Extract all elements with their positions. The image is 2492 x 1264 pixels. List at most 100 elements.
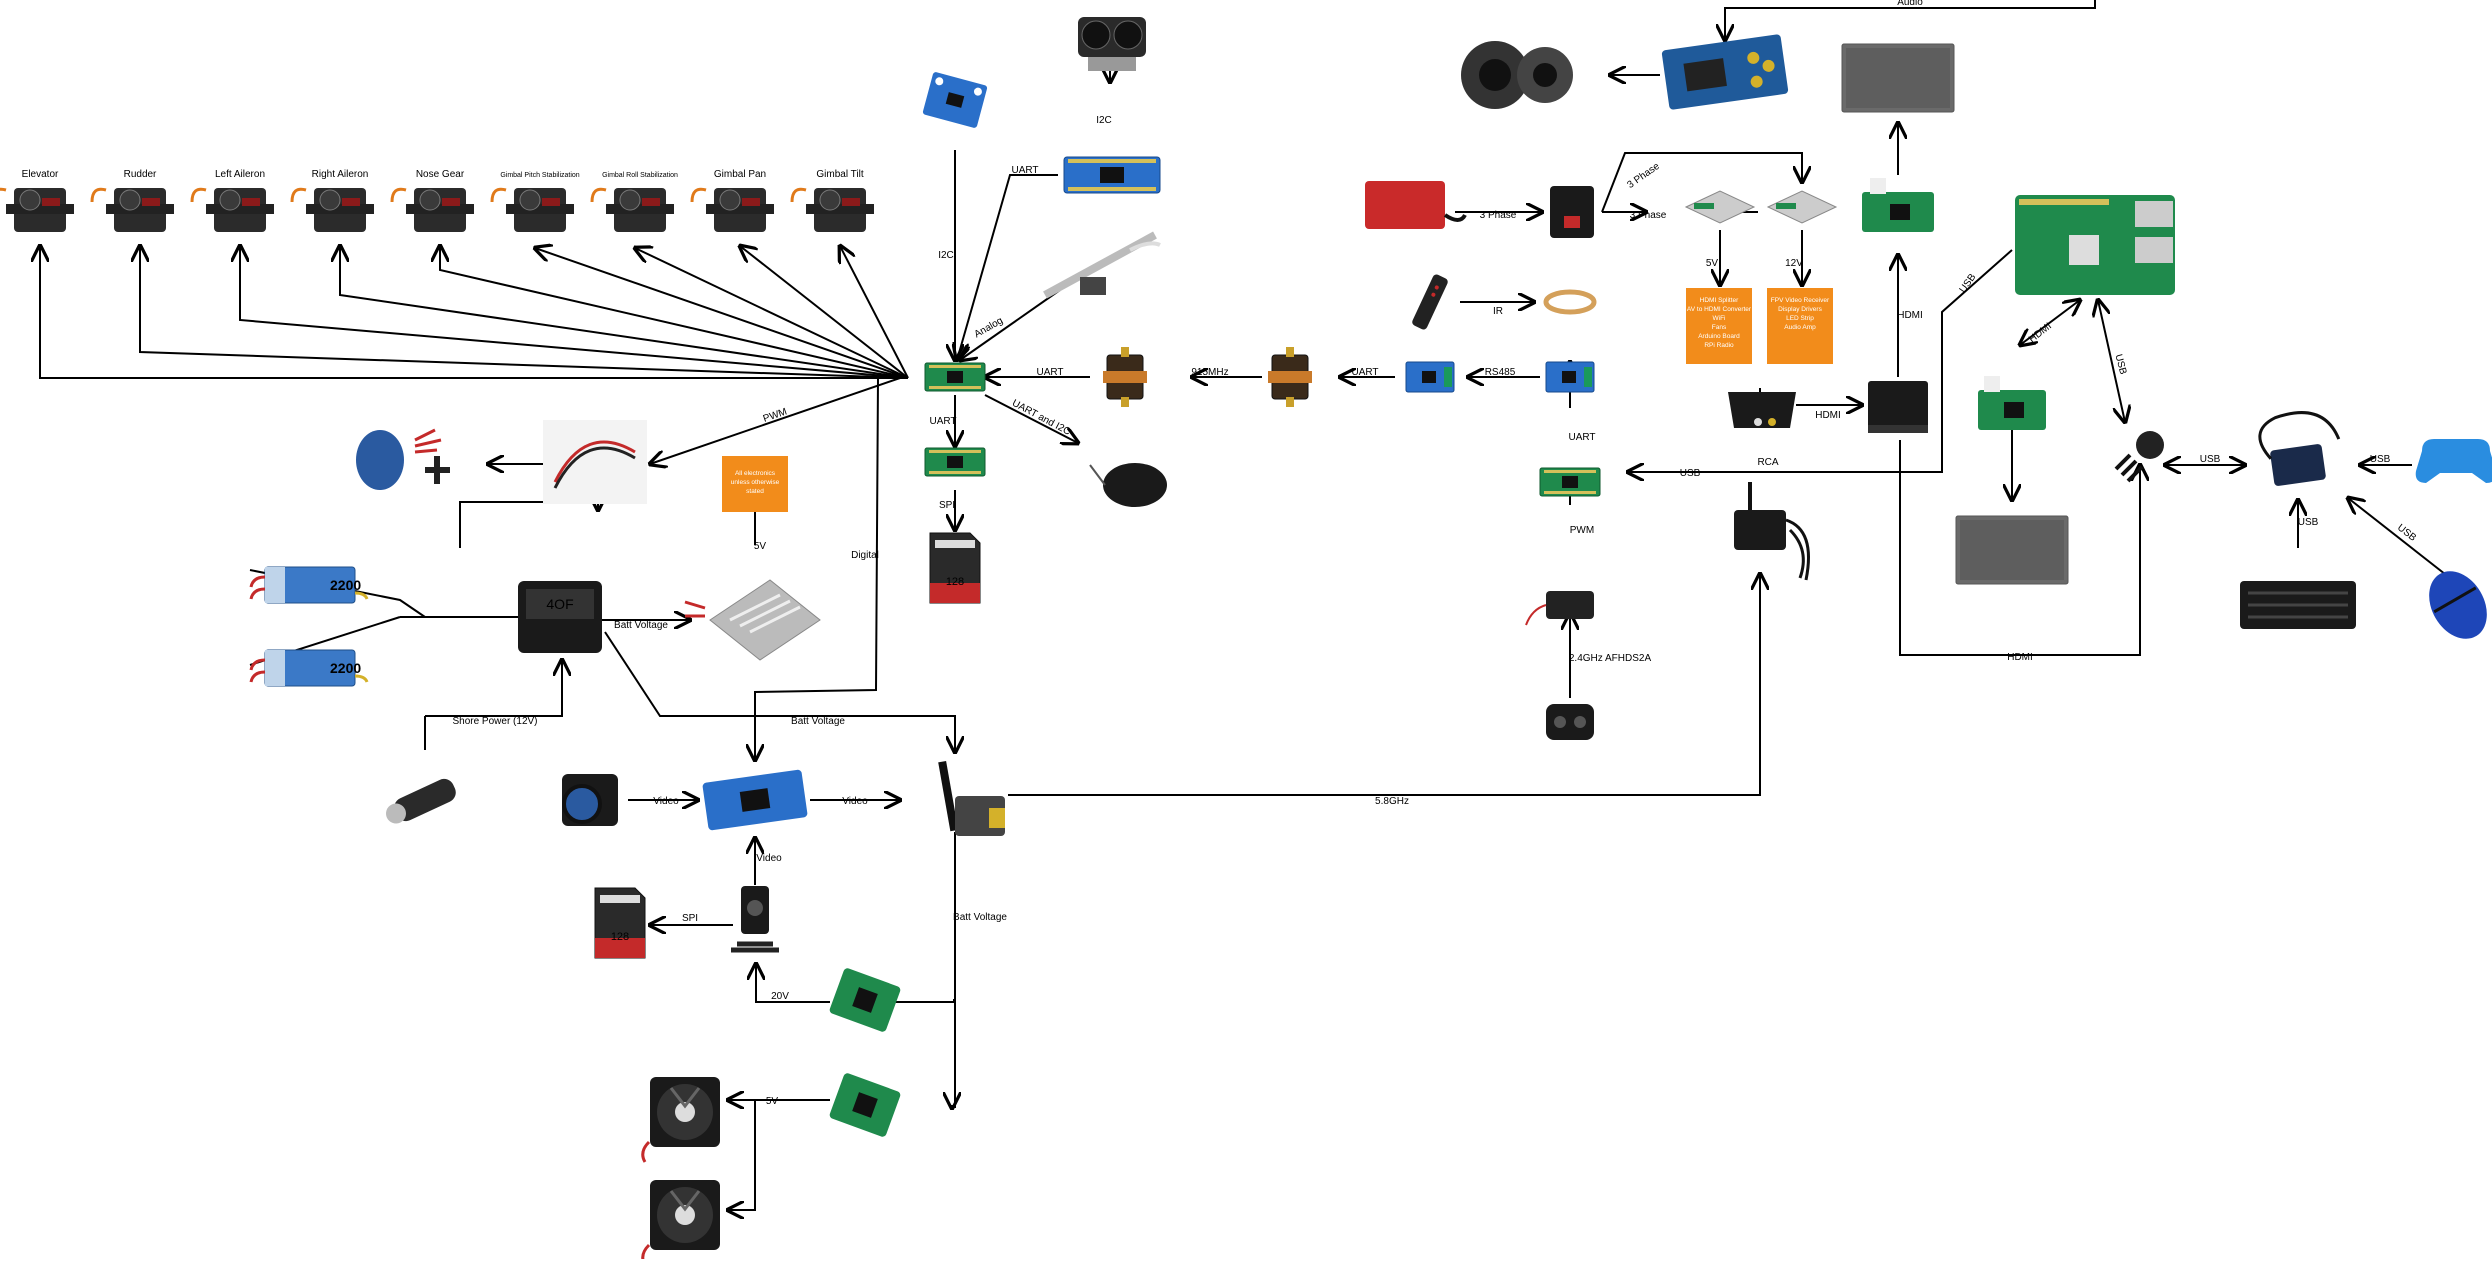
servo-icon bbox=[0, 186, 76, 234]
edge-label: IR bbox=[1493, 306, 1503, 317]
fan-icon bbox=[641, 1075, 722, 1164]
edge-label: UART bbox=[929, 416, 956, 427]
fan-icon bbox=[641, 1178, 722, 1264]
lipo-battery-text: 2200 bbox=[330, 660, 361, 676]
edge-label: USB bbox=[2112, 353, 2128, 376]
motor-icon bbox=[356, 428, 450, 490]
servo-icon bbox=[590, 186, 676, 234]
edge-label: Batt Voltage bbox=[791, 716, 845, 727]
psu-icon bbox=[1684, 190, 1756, 224]
edge-label: UART bbox=[1011, 165, 1038, 176]
airspeed-sensor-icon bbox=[1043, 231, 1161, 299]
edge-label: 3 Phase bbox=[1630, 210, 1667, 221]
hdmi-splitter-icon bbox=[1868, 381, 1928, 433]
raspberry-pi-icon bbox=[2015, 195, 2175, 295]
teensy-icon bbox=[924, 447, 986, 477]
flight-controller-cluster: 128 bbox=[922, 17, 1601, 740]
edge-label: 20V bbox=[771, 991, 789, 1002]
edge-label: UART and I2C bbox=[1010, 398, 1072, 438]
fpv-camera-icon bbox=[562, 774, 618, 826]
video-receiver-icon bbox=[1734, 482, 1810, 581]
edge-label: Batt Voltage bbox=[953, 912, 1007, 923]
edge-label: Audio bbox=[1897, 0, 1923, 8]
edge-label: 5V bbox=[754, 541, 767, 552]
display-icon bbox=[1841, 43, 1955, 113]
servo-row bbox=[0, 186, 876, 234]
edge-label: Video bbox=[842, 796, 868, 807]
edge-label: 3 Phase bbox=[1625, 161, 1662, 191]
usb-cable-icon bbox=[2114, 431, 2164, 483]
label-rudder: Rudder bbox=[124, 169, 157, 180]
esc-icon bbox=[543, 420, 647, 504]
sd-card-icon bbox=[929, 532, 981, 604]
buck-converter-icon bbox=[684, 579, 821, 661]
speaker-icon bbox=[1461, 41, 1573, 109]
ir-remote-icon bbox=[1412, 274, 1448, 330]
edge-label: HDMI bbox=[1815, 410, 1841, 421]
sd-card-text: 128 bbox=[611, 931, 629, 943]
edge-label: USB bbox=[1680, 468, 1701, 479]
rs485-module-icon bbox=[1545, 361, 1595, 393]
display-icon bbox=[1955, 515, 2069, 585]
label-right-aileron: Right Aileron bbox=[312, 169, 369, 180]
label-nose-gear: Nose Gear bbox=[416, 169, 465, 180]
connection-lines bbox=[40, 0, 2451, 1210]
edge-label: 2.4GHz AFHDS2A bbox=[1569, 653, 1652, 664]
servo-icon bbox=[690, 186, 776, 234]
edge-label: RCA bbox=[1757, 457, 1778, 468]
switch-text: 4OF bbox=[546, 596, 573, 612]
edge-label: 915MHz bbox=[1191, 367, 1228, 378]
video-transmitter-icon bbox=[938, 760, 1005, 836]
keyboard-icon bbox=[2240, 581, 2356, 629]
label-gimbal-pitch: Gimbal Pitch Stabilization bbox=[500, 172, 579, 179]
edge-label: UART bbox=[1036, 367, 1063, 378]
usb-hub-icon bbox=[2258, 411, 2341, 486]
amplifier-icon bbox=[1661, 34, 1789, 110]
av-converter-icon bbox=[1728, 392, 1796, 428]
regulator-icon bbox=[829, 968, 901, 1032]
label-gimbal-pan: Gimbal Pan bbox=[714, 169, 766, 180]
regulator-icon bbox=[829, 1073, 901, 1137]
edge-label: USB bbox=[2395, 522, 2418, 544]
edge-label: UART bbox=[1568, 432, 1595, 443]
imu-icon bbox=[922, 72, 988, 128]
edge-label: RS485 bbox=[1485, 367, 1516, 378]
teensy-icon bbox=[1539, 467, 1601, 497]
servo-icon bbox=[790, 186, 876, 234]
edge-label: Analog bbox=[973, 315, 1005, 340]
edge-label: Video bbox=[756, 853, 782, 864]
osd-board-icon bbox=[702, 769, 808, 831]
gimbal-camera-icon bbox=[731, 886, 779, 953]
rs485-module-icon bbox=[1405, 361, 1455, 393]
edge-label: PWM bbox=[762, 406, 789, 424]
edge-label: SPI bbox=[682, 913, 698, 924]
edge-label: HDMI bbox=[1897, 310, 1923, 321]
display-driver-icon bbox=[1978, 376, 2046, 430]
edge-label: I2C bbox=[1096, 115, 1112, 126]
radio-modem-icon bbox=[1102, 346, 1148, 408]
edge-label: Shore Power (12V) bbox=[452, 716, 537, 727]
servo-icon bbox=[290, 186, 376, 234]
inverter-icon bbox=[1365, 181, 1467, 229]
edge-labels: UART I2C I2C Analog UART 915MHz UART RS4… bbox=[452, 0, 2418, 1107]
label-gimbal-tilt: Gimbal Tilt bbox=[816, 169, 863, 180]
sd-card-icon bbox=[594, 887, 646, 959]
edge-label: I2C bbox=[938, 250, 954, 261]
servo-icon bbox=[390, 186, 476, 234]
edge-label: PWM bbox=[1570, 525, 1594, 536]
edge-label: SPI bbox=[939, 500, 955, 511]
edge-label: USB bbox=[2370, 454, 2391, 465]
rocker-switch-icon: 4OF bbox=[518, 581, 602, 653]
edge-label: Batt Voltage bbox=[614, 620, 668, 631]
edge-label: 5V bbox=[766, 1096, 779, 1107]
mouse-icon bbox=[2429, 571, 2487, 639]
label-gimbal-roll: Gimbal Roll Stabilization bbox=[602, 172, 678, 179]
sd-card-text: 128 bbox=[946, 576, 964, 588]
twelve-v-loads-note bbox=[1767, 288, 1833, 364]
